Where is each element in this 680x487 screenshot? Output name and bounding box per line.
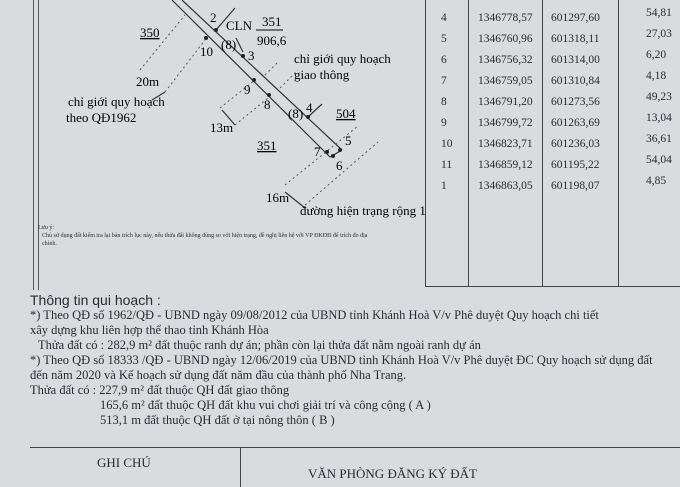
note-text: Chủ sử dụng đất kiểm tra lại bản trích l… — [42, 233, 368, 247]
planning-line: xây dựng khu liên hợp thể thao tỉnh Khán… — [30, 323, 269, 337]
edge-length: 27,03 — [646, 28, 672, 40]
segment-label: (8) — [288, 106, 303, 121]
y-coord: 601236,03 — [551, 138, 600, 150]
table-col-divider — [468, 0, 469, 286]
traffic-boundary-label: giao thông — [294, 67, 350, 82]
footer-col-divider — [240, 447, 241, 487]
y-coord: 601314,00 — [551, 54, 600, 66]
land-type-label: CLN — [226, 18, 253, 33]
dimension-16m: 16m — [266, 190, 289, 205]
x-coord: 1346756,32 — [478, 54, 533, 66]
point-2: 2 — [210, 10, 217, 25]
qd-boundary-label: chỉ giới quy hoạch — [68, 94, 165, 109]
planning-line: 165,6 m² đất thuộc QH đất khu vui chơi g… — [100, 398, 431, 412]
point-9: 9 — [244, 82, 251, 97]
parcel-map: 350 CLN 351 906,6 2 10 3 9 8 4 5 6 7 (8)… — [66, 0, 425, 218]
y-coord: 601273,56 — [551, 96, 600, 108]
coordinates-table: 4 1346778,57 601297,60 54,81 5 1346760,96 6013… — [425, 0, 680, 287]
y-coord: 601318,11 — [551, 33, 600, 45]
parcel-edge-inner — [171, 0, 331, 158]
x-coord: 1346778,57 — [478, 12, 533, 24]
x-coord: 1346859,12 — [478, 159, 533, 171]
table-row: 6 1346756,32 601314,00 6,20 — [426, 49, 680, 74]
point-id: 10 — [441, 138, 453, 150]
dimension-20m: 20m — [136, 74, 159, 89]
edge-length: 54,81 — [646, 7, 672, 19]
parcel-number: 351 — [262, 14, 282, 29]
note-title: Lưu ý: — [38, 225, 55, 231]
planning-line: đến năm 2020 và Kế hoạch sử dụng đất năm… — [30, 368, 407, 382]
point-4: 4 — [306, 100, 313, 115]
edge-length: 4,85 — [646, 175, 667, 187]
table-row: 7 1346759,05 601310,84 4,18 — [426, 70, 680, 95]
page-margin-line — [33, 0, 39, 290]
footer-office: VĂN PHÒNG ĐĂNG KÝ ĐẤT — [308, 466, 477, 481]
parcel-504: 504 — [336, 106, 356, 121]
point-10: 10 — [200, 44, 213, 59]
note: Lưu ý: Chủ sử dụng đất kiểm tra lại bản … — [38, 224, 378, 248]
point-id: 11 — [441, 159, 453, 171]
y-coord: 601198,07 — [551, 180, 600, 192]
table-col-divider — [618, 0, 619, 286]
footer-divider — [30, 447, 680, 448]
parcel-350: 350 — [140, 25, 160, 40]
table-row: 4 1346778,57 601297,60 54,81 — [426, 7, 680, 32]
point-id: 6 — [441, 54, 447, 66]
point-id: 8 — [441, 96, 447, 108]
x-coord: 1346799,72 — [478, 117, 533, 129]
road-label: đường hiện trạng rộng 11-12m — [300, 203, 425, 218]
x-coord: 1346863,05 — [478, 180, 533, 192]
planning-line: Thửa đất có : 282,9 m² đất thuộc ranh dự… — [38, 338, 481, 352]
table-row: 11 1346859,12 601195,22 54,04 — [426, 154, 680, 179]
table-row: 8 1346791,20 601273,56 49,23 — [426, 91, 680, 116]
y-coord: 601263,69 — [551, 117, 600, 129]
edge-length: 49,23 — [646, 91, 672, 103]
point-id: 9 — [441, 117, 447, 129]
dimension-13m: 13m — [210, 120, 233, 135]
planning-line: *) Theo QĐ số 18333 /QĐ - UBND ngày 12/0… — [30, 353, 653, 367]
planning-heading: Thông tin qui hoạch : — [30, 292, 161, 308]
parcel-edge-outer — [181, 0, 343, 151]
parcel-351: 351 — [257, 138, 277, 153]
table-row: 1 1346863,05 601198,07 4,85 — [426, 175, 680, 200]
parcel-area: 906,6 — [257, 33, 287, 48]
point-7: 7 — [314, 144, 321, 159]
point-id: 5 — [441, 33, 447, 45]
x-coord: 1346760,96 — [478, 33, 533, 45]
edge-length: 36,61 — [646, 133, 672, 145]
x-coord: 1346823,71 — [478, 138, 533, 150]
planning-info: Thông tin qui hoạch : *) Theo QĐ số 1962… — [30, 293, 680, 428]
y-coord: 601310,84 — [551, 75, 600, 87]
qd-boundary-label: theo QĐ1962 — [66, 110, 136, 125]
point-3: 3 — [248, 48, 255, 63]
table-col-divider — [542, 0, 543, 286]
planning-line: Thửa đất có : 227,9 m² đất thuộc QH đất … — [30, 383, 290, 397]
point-6: 6 — [336, 158, 343, 173]
y-coord: 601195,22 — [551, 159, 600, 171]
table-row: 5 1346760,96 601318,11 27,03 — [426, 28, 680, 53]
planning-line: *) Theo QĐ số 1962/QĐ - UBND ngày 09/08/… — [30, 308, 599, 322]
x-coord: 1346791,20 — [478, 96, 533, 108]
point-id: 4 — [441, 12, 447, 24]
point-8: 8 — [264, 97, 271, 112]
x-coord: 1346759,05 — [478, 75, 533, 87]
point-id: 1 — [441, 180, 447, 192]
edge-length: 54,04 — [646, 154, 672, 166]
table-row: 9 1346799,72 601263,69 13,04 — [426, 112, 680, 137]
traffic-boundary-label: chỉ giới quy hoạch — [294, 51, 391, 66]
planning-line: 513,1 m đất thuộc QH đất ở tại nông thôn… — [100, 413, 335, 427]
y-coord: 601297,60 — [551, 12, 600, 24]
edge-length: 4,18 — [646, 70, 667, 82]
edge-length: 13,04 — [646, 112, 672, 124]
point-5: 5 — [345, 133, 352, 148]
footer-notes: GHI CHÚ — [97, 455, 151, 470]
table-row: 10 1346823,71 601236,03 36,61 — [426, 133, 680, 158]
point-id: 7 — [441, 75, 447, 87]
edge-length: 6,20 — [646, 49, 667, 61]
segment-label: (8) — [221, 37, 236, 52]
